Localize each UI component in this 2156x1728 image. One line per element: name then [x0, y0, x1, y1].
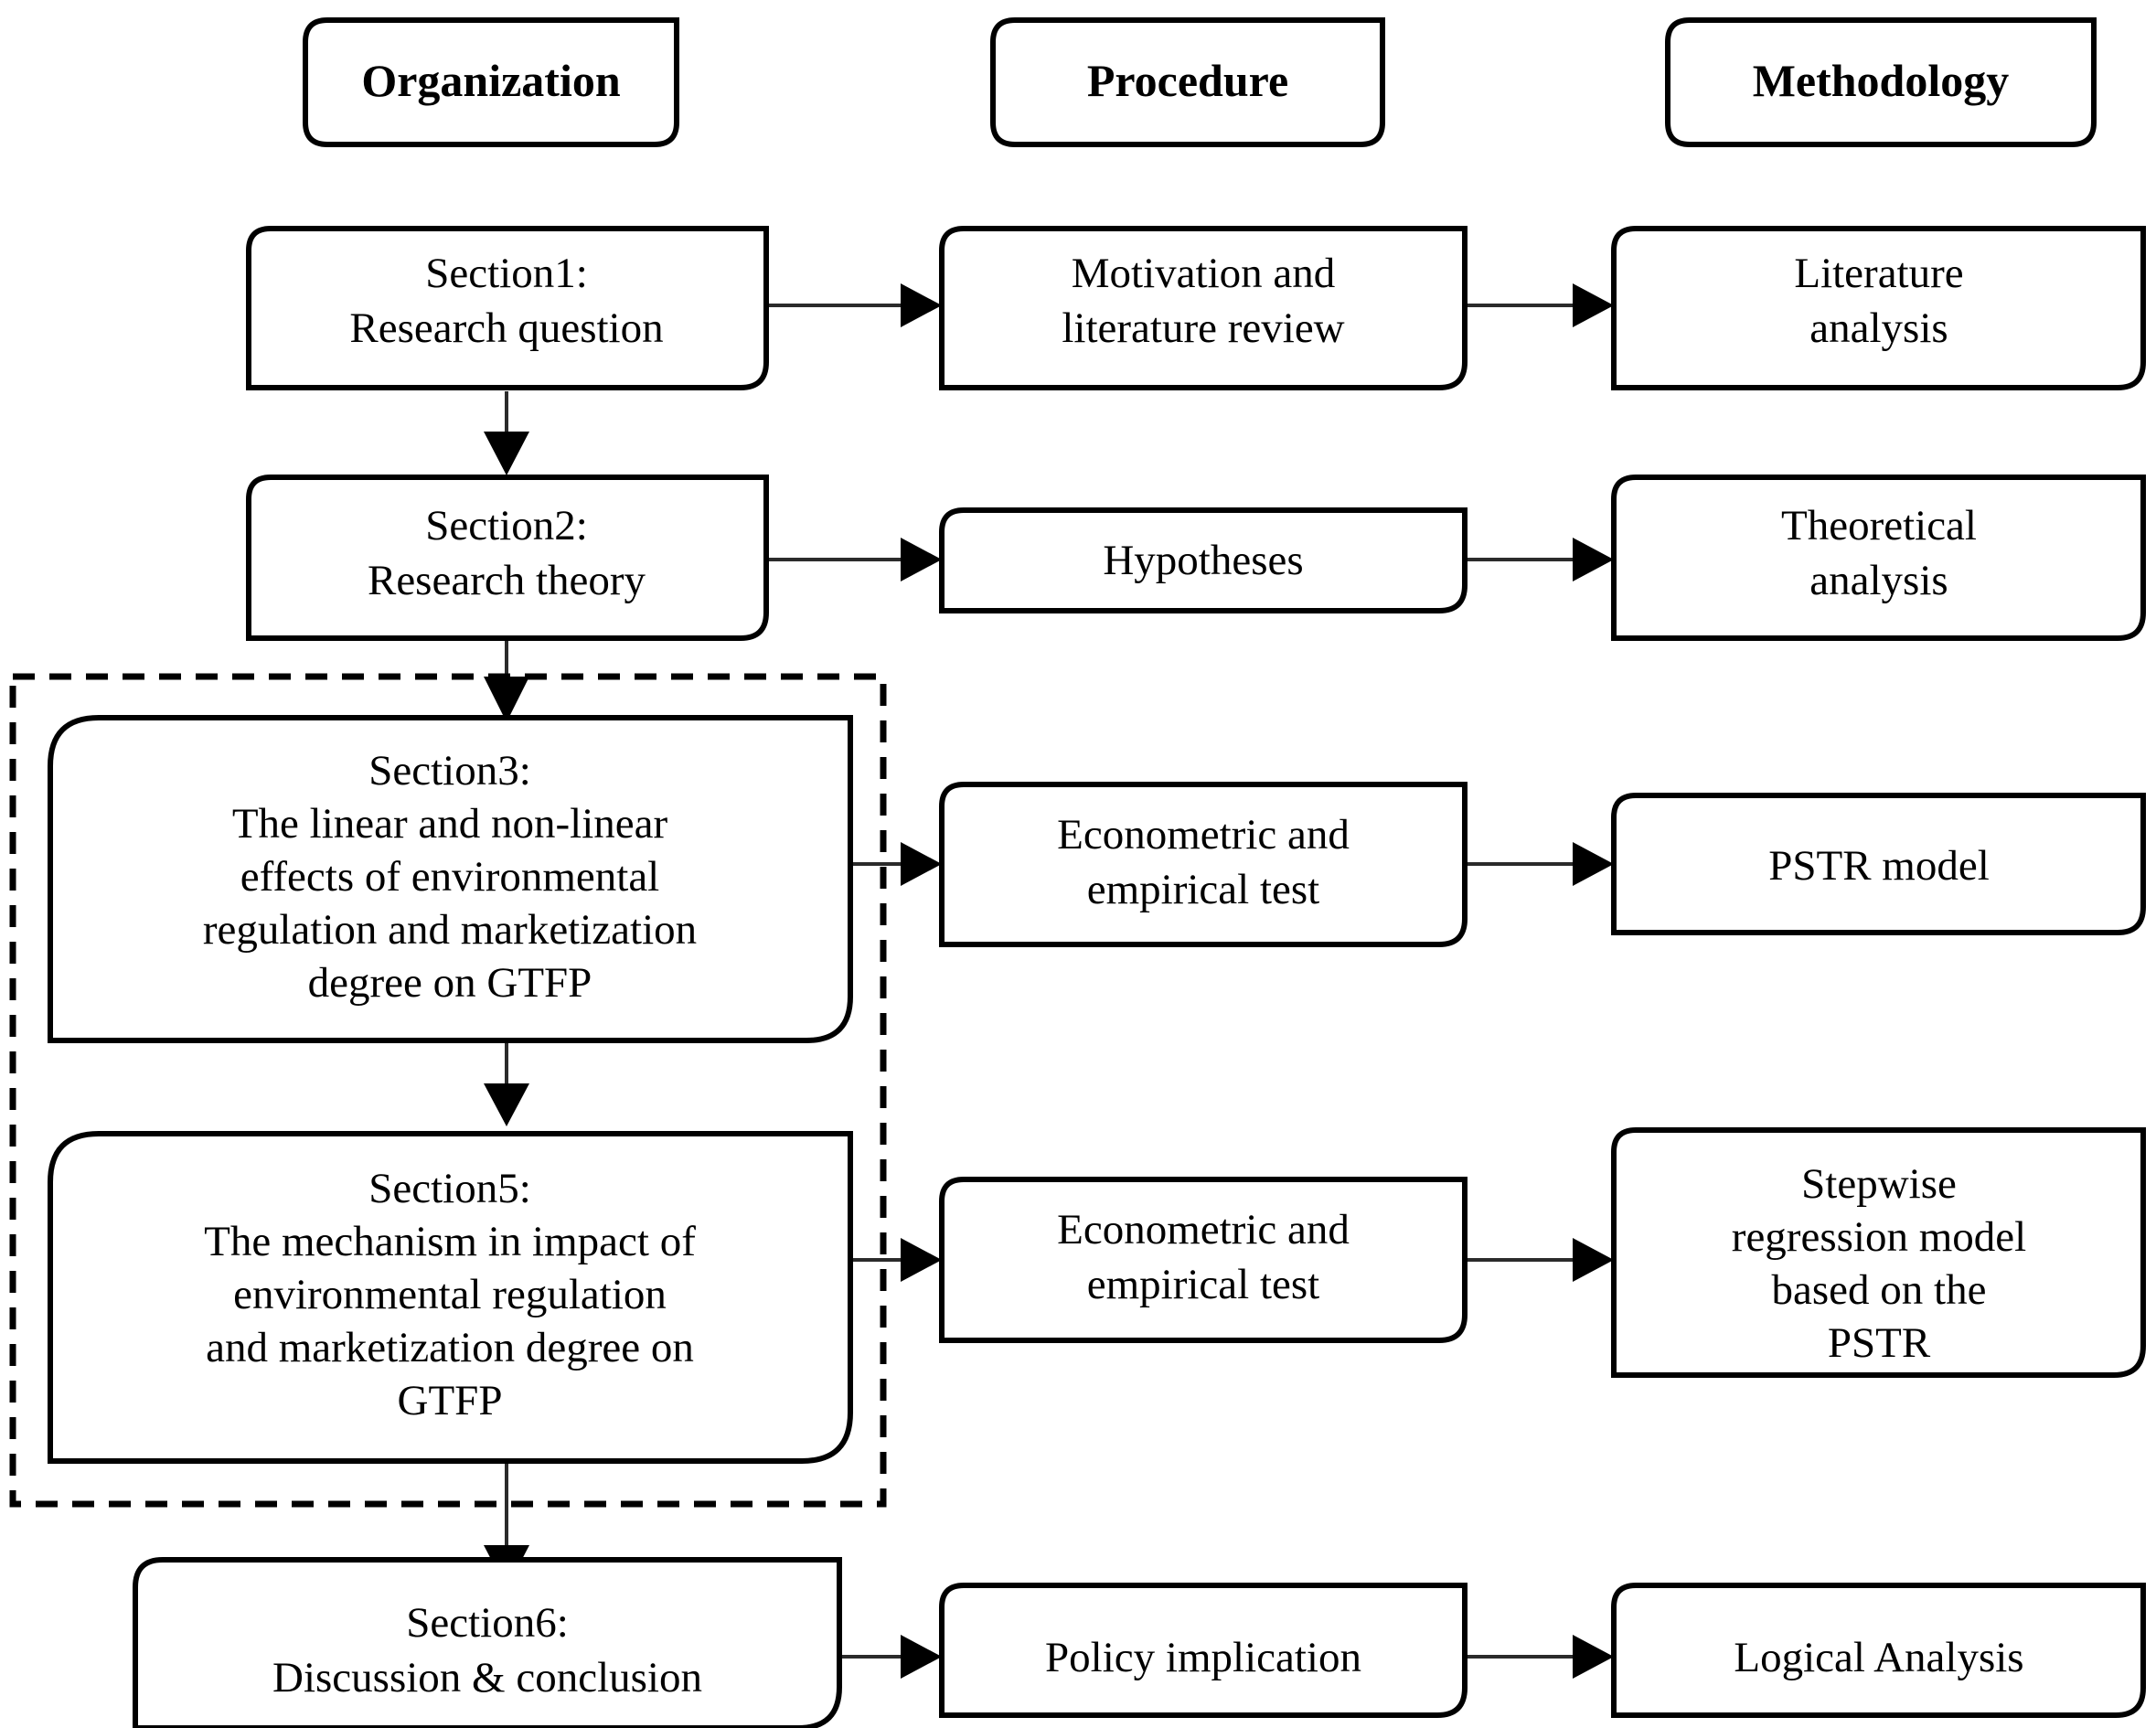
node-row-4-methodology-line-0: Stepwise: [1801, 1160, 1957, 1208]
column-header-organization-label: Organization: [361, 55, 621, 106]
connector-econometric-to-stepwise: [1465, 1238, 1614, 1282]
node-row-4-organization-line-4: GTFP: [398, 1377, 503, 1424]
node-row-5-procedure[interactable]: Policy implication: [939, 1583, 1468, 1718]
connector-s5-to-econometric: [850, 1238, 942, 1282]
node-row-4-procedure-line-0: Econometric and: [1057, 1206, 1350, 1253]
column-header-procedure-label: Procedure: [1087, 55, 1288, 106]
node-row-1-procedure-line-1: literature review: [1062, 304, 1344, 352]
node-row-2-organization-line-0: Section2:: [425, 502, 588, 549]
node-row-5-methodology-line-0: Logical Analysis: [1734, 1634, 2023, 1681]
node-row-2-procedure[interactable]: Hypotheses: [939, 507, 1468, 613]
node-row-2-organization-line-1: Research theory: [368, 557, 646, 604]
column-header-methodology[interactable]: Methodology: [1665, 17, 2097, 147]
node-row-3-organization[interactable]: Section3: The linear and non-linear effe…: [48, 715, 853, 1043]
node-row-4-organization-line-3: and marketization degree on: [206, 1324, 694, 1371]
node-row-3-methodology[interactable]: PSTR model: [1611, 793, 2146, 935]
node-row-3-procedure[interactable]: Econometric and empirical test: [939, 782, 1468, 947]
node-row-5-organization-line-0: Section6:: [406, 1599, 569, 1647]
empirical-group-frame: [9, 673, 887, 1508]
node-row-4-procedure[interactable]: Econometric and empirical test: [939, 1177, 1468, 1343]
node-row-3-organization-line-4: degree on GTFP: [308, 959, 592, 1007]
node-row-5-procedure-line-0: Policy implication: [1045, 1634, 1361, 1681]
node-row-4-organization-line-0: Section5:: [368, 1165, 531, 1212]
connector-policy-to-logical: [1465, 1635, 1614, 1679]
node-row-2-procedure-line-0: Hypotheses: [1103, 537, 1303, 584]
node-row-2-organization[interactable]: Section2: Research theory: [246, 475, 769, 641]
node-row-1-procedure[interactable]: Motivation and literature review: [939, 226, 1468, 390]
node-row-5-organization[interactable]: Section6: Discussion & conclusion: [133, 1557, 842, 1728]
node-row-3-procedure-line-0: Econometric and: [1057, 811, 1350, 859]
node-row-2-methodology-line-1: analysis: [1809, 557, 1948, 604]
node-row-4-methodology-line-1: regression model: [1732, 1213, 2026, 1261]
node-row-1-organization[interactable]: Section1: Research question: [246, 226, 769, 390]
node-row-4-organization-line-2: environmental regulation: [233, 1271, 667, 1318]
connector-s3-to-econometric: [850, 842, 942, 886]
node-row-1-organization-line-0: Section1:: [425, 250, 588, 297]
connector-s1-to-motivation: [766, 283, 942, 327]
node-row-1-organization-line-1: Research question: [349, 304, 663, 352]
connector-econometric-to-pstr: [1465, 842, 1614, 886]
column-header-procedure[interactable]: Procedure: [990, 17, 1385, 147]
node-row-3-organization-line-1: The linear and non-linear: [232, 800, 668, 848]
node-row-3-organization-line-0: Section3:: [368, 747, 531, 795]
node-row-2-methodology[interactable]: Theoretical analysis: [1611, 475, 2146, 641]
column-header-methodology-label: Methodology: [1753, 55, 2010, 106]
node-row-3-organization-line-2: effects of environmental: [240, 853, 660, 901]
node-row-4-organization-line-1: The mechanism in impact of: [204, 1218, 696, 1265]
node-row-2-methodology-line-0: Theoretical: [1781, 502, 1977, 549]
connector-s6-to-policy: [839, 1635, 942, 1679]
connector-s2-to-hypotheses: [766, 538, 942, 581]
node-row-1-methodology-line-0: Literature: [1794, 250, 1963, 297]
connector-motivation-to-literature: [1465, 283, 1614, 327]
node-row-1-procedure-line-0: Motivation and: [1072, 250, 1336, 297]
node-row-1-methodology[interactable]: Literature analysis: [1611, 226, 2146, 390]
connector-hypotheses-to-theoretical: [1465, 538, 1614, 581]
node-row-4-methodology-line-2: based on the: [1772, 1266, 1987, 1314]
node-row-1-methodology-line-1: analysis: [1809, 304, 1948, 352]
node-row-4-procedure-line-1: empirical test: [1087, 1261, 1319, 1308]
connector-layer: [484, 283, 1614, 1679]
connector-s1-to-s2: [484, 391, 529, 475]
column-header-organization[interactable]: Organization: [303, 17, 679, 147]
node-row-3-procedure-line-1: empirical test: [1087, 866, 1319, 913]
node-row-3-organization-line-3: regulation and marketization: [203, 906, 697, 954]
connector-s2-to-s3: [484, 640, 529, 722]
node-row-4-methodology[interactable]: Stepwise regression model based on the P…: [1611, 1127, 2146, 1378]
node-row-5-organization-line-1: Discussion & conclusion: [272, 1654, 702, 1701]
connector-s3-to-s5: [484, 1042, 529, 1126]
node-row-4-organization[interactable]: Section5: The mechanism in impact of env…: [48, 1131, 853, 1464]
node-row-5-methodology[interactable]: Logical Analysis: [1611, 1583, 2146, 1718]
node-row-4-methodology-line-3: PSTR: [1828, 1319, 1931, 1367]
node-row-3-methodology-line-0: PSTR model: [1768, 842, 1990, 890]
